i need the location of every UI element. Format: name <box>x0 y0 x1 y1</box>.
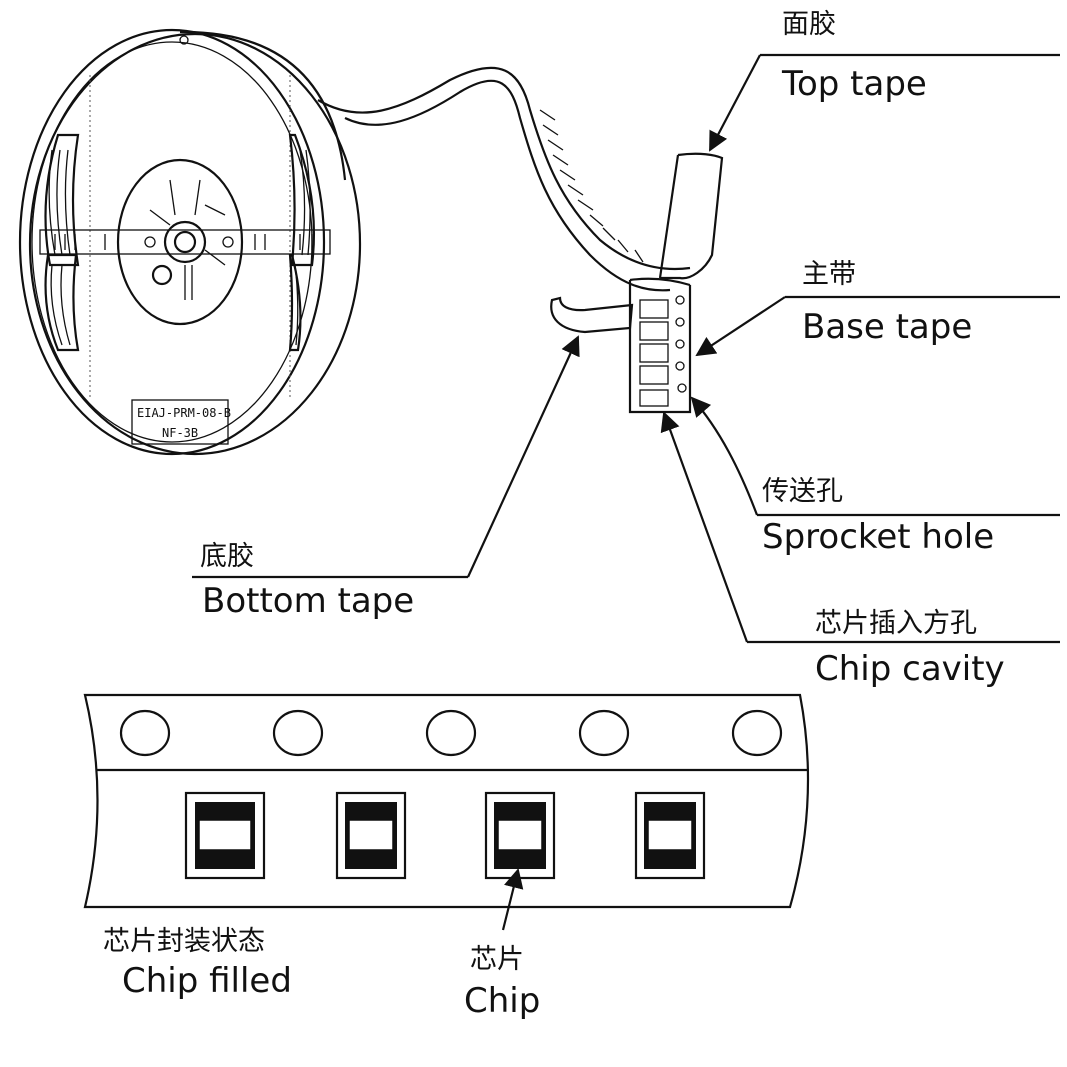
sprocket-hole-1 <box>119 709 171 757</box>
callout-base-tape: 主带 Base tape <box>695 259 1060 357</box>
reel-flange <box>18 28 326 456</box>
chip-filled-label-en: Chip filled <box>122 961 292 1001</box>
sprocket-hole-4 <box>578 709 630 757</box>
reel-window-left-top <box>44 133 80 267</box>
reel-window-right-bottom <box>288 253 302 352</box>
callout-top-tape: 面胶 Top tape <box>709 9 1060 152</box>
tape-strip <box>317 66 724 414</box>
sprocket-holes <box>119 709 783 757</box>
reel: EIAJ-PRM-08-B NF-3B <box>18 28 362 456</box>
sprocket-hole-3 <box>425 709 477 757</box>
reel-window-left-bottom <box>44 253 80 352</box>
chip-filled-strip <box>83 693 810 909</box>
bottom-tape-arrow <box>467 335 580 578</box>
chip-cavity-label-en: Chip cavity <box>815 649 1005 689</box>
filled-cavity-1 <box>184 791 266 880</box>
top-tape-peel <box>660 152 724 280</box>
callout-sprocket-hole: 传送孔 Sprocket hole <box>690 396 1060 557</box>
reel-top-hole <box>179 35 189 45</box>
reel-label-box <box>131 399 229 445</box>
sprocket-hole-label-en: Sprocket hole <box>762 517 994 557</box>
chip-cavity-arrow <box>660 411 749 643</box>
filled-cavity-4 <box>634 791 706 880</box>
top-tape-label-zh: 面胶 <box>782 9 836 40</box>
filled-cavity-2 <box>335 791 407 880</box>
callout-chip-cavity: 芯片插入方孔 Chip cavity <box>660 411 1060 689</box>
sprocket-hole-5 <box>731 709 783 757</box>
top-tape-label-en: Top tape <box>781 64 927 104</box>
reel-label-line2: NF-3B <box>162 426 198 440</box>
reel-hub <box>116 158 244 326</box>
reel-window-right-top <box>288 133 316 267</box>
sprocket-hole-arrow <box>690 396 759 516</box>
chip-filled-label-zh: 芯片封装状态 <box>103 926 265 957</box>
chip-arrow <box>501 868 524 931</box>
callout-chip: 芯片 Chip <box>464 868 540 1021</box>
chip-cavity-label-zh: 芯片插入方孔 <box>815 608 977 639</box>
carrier-tape-outline <box>83 693 810 909</box>
base-tape-label-en: Base tape <box>802 307 972 347</box>
chip-cavity-shape <box>639 389 669 407</box>
chip-label-zh: 芯片 <box>470 944 524 975</box>
chip-label-en: Chip <box>464 981 540 1021</box>
base-tape-arrow <box>695 296 786 357</box>
callout-bottom-tape: 底胶 Bottom tape <box>192 335 580 621</box>
reel-label-line1: EIAJ-PRM-08-B <box>137 406 231 420</box>
filled-cavity-3 <box>484 791 556 880</box>
top-tape-arrow <box>709 54 761 152</box>
bottom-tape-peel <box>550 296 634 334</box>
bottom-tape-label-en: Bottom tape <box>202 581 414 621</box>
bottom-tape-label-zh: 底胶 <box>200 541 254 572</box>
sprocket-hole-2 <box>272 709 324 757</box>
base-tape-segment <box>628 280 692 414</box>
sprocket-hole-label-zh: 传送孔 <box>762 476 843 507</box>
callout-chip-filled: 芯片封装状态 Chip filled <box>103 926 292 1001</box>
base-tape-label-zh: 主带 <box>802 259 856 290</box>
